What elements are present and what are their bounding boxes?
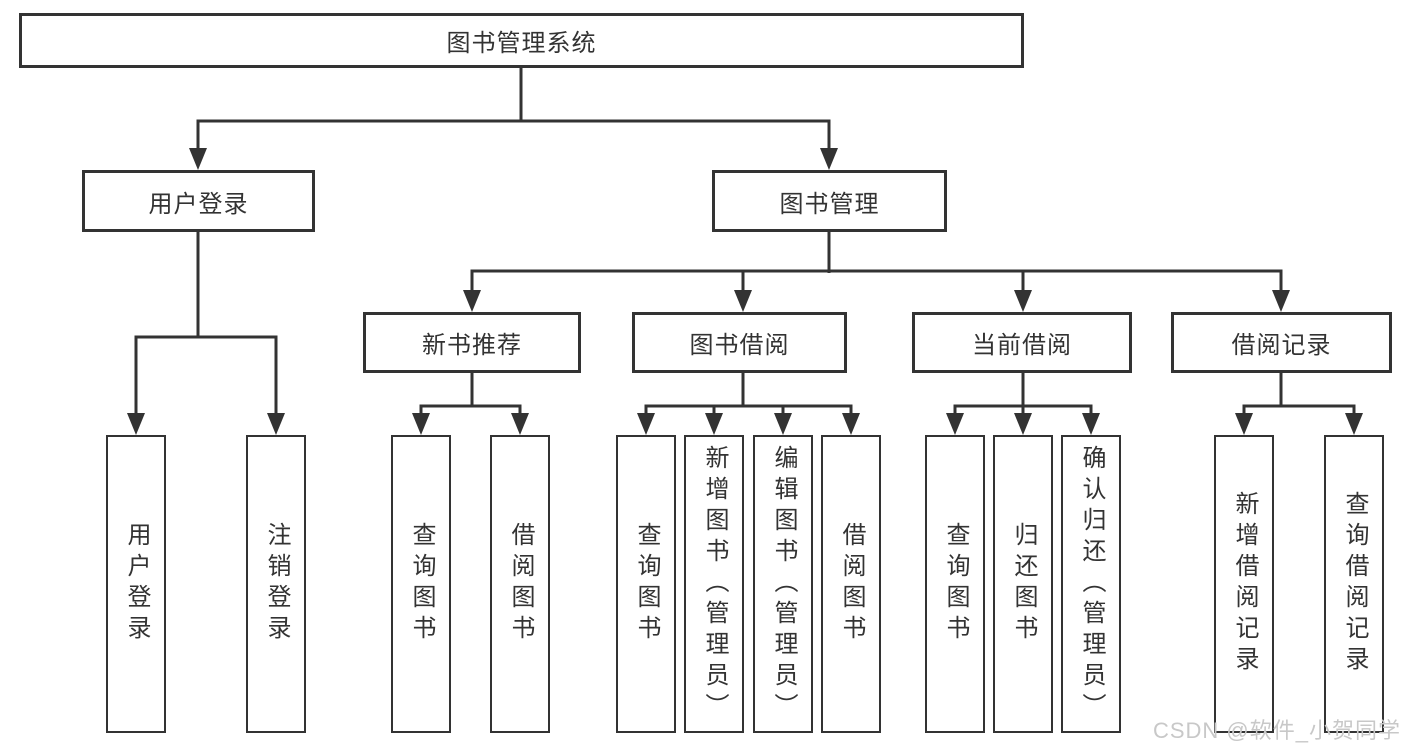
leaf-label: 用户登录 [123,522,150,646]
leaf-label: 确认归还（管理员） [1078,444,1105,724]
leaf-label: 新增图书（管理员） [701,444,728,724]
node-book-borrowing: 图书借阅 [632,312,847,373]
node-leaf-query-books-current: 查询图书 [925,435,985,733]
node-new-book-recommend: 新书推荐 [363,312,581,373]
leaf-label: 注销登录 [263,522,290,646]
node-current-borrowing: 当前借阅 [912,312,1132,373]
leaf-label: 查询借阅记录 [1341,491,1368,677]
leaf-label: 新增借阅记录 [1231,491,1258,677]
leaf-label: 查询图书 [942,522,969,646]
node-leaf-query-books-borrowing: 查询图书 [616,435,676,733]
leaf-label: 查询图书 [633,522,660,646]
node-leaf-return-books: 归还图书 [993,435,1053,733]
node-leaf-query-borrow-record: 查询借阅记录 [1324,435,1384,733]
node-leaf-borrow-books-borrowing: 借阅图书 [821,435,881,733]
node-leaf-add-borrow-record: 新增借阅记录 [1214,435,1274,733]
leaf-label: 借阅图书 [507,522,534,646]
node-library-management-system: 图书管理系统 [19,13,1024,68]
leaf-label: 借阅图书 [838,522,865,646]
watermark: CSDN @软件_小贺同学 [1152,718,1401,743]
leaf-label: 归还图书 [1010,522,1037,646]
node-leaf-add-books-admin: 新增图书（管理员） [684,435,744,733]
node-leaf-borrow-books-recommend: 借阅图书 [490,435,550,733]
node-leaf-user-login: 用户登录 [106,435,166,733]
node-leaf-confirm-return-admin: 确认归还（管理员） [1061,435,1121,733]
node-book-management: 图书管理 [712,170,947,232]
leaf-label: 查询图书 [408,522,435,646]
node-borrowing-records: 借阅记录 [1171,312,1392,373]
leaf-label: 编辑图书（管理员） [770,444,797,724]
node-leaf-logout: 注销登录 [246,435,306,733]
node-user-login: 用户登录 [82,170,315,232]
node-leaf-edit-books-admin: 编辑图书（管理员） [753,435,813,733]
node-leaf-query-books-recommend: 查询图书 [391,435,451,733]
